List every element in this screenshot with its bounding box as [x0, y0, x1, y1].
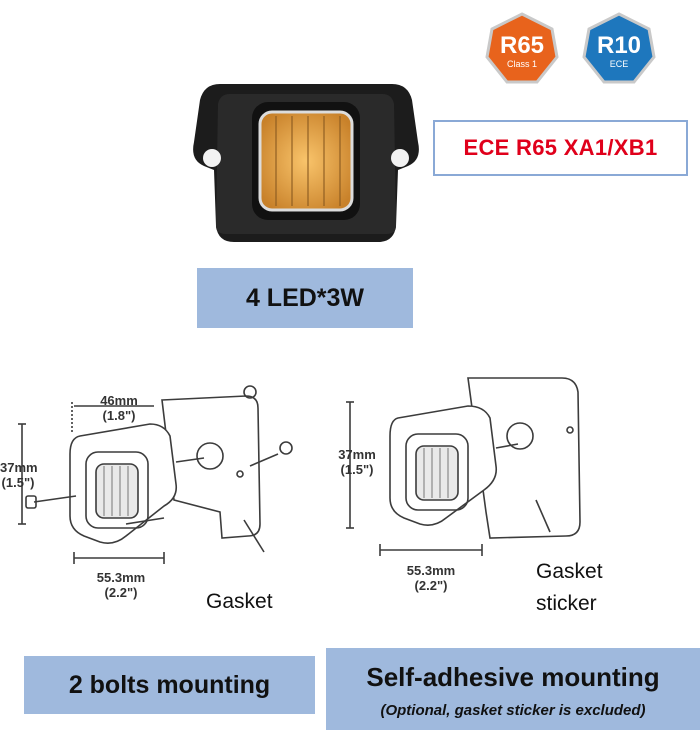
right-callout-line1: Gasket: [536, 560, 603, 583]
r10-badge-main: R10: [596, 32, 642, 59]
led-spec-box: 4 LED*3W: [197, 268, 413, 328]
left-height-dimension: 37mm (1.5"): [0, 460, 38, 490]
right-height-in: (1.5"): [340, 462, 374, 477]
left-depth-in: (1.8"): [102, 408, 136, 423]
left-width-in: (2.2"): [104, 585, 138, 600]
right-height-mm: 37mm: [338, 447, 376, 462]
right-callout-line2: sticker: [536, 592, 597, 615]
left-depth-dimension: 46mm (1.8"): [94, 393, 144, 423]
r10-badge: R10 ECE: [582, 12, 656, 86]
left-height-mm: 37mm: [0, 460, 38, 475]
r10-badge-icon: [582, 12, 656, 84]
right-width-dimension: 55.3mm (2.2"): [396, 563, 466, 593]
certification-text: ECE R65 XA1/XB1: [463, 135, 658, 160]
left-depth-mm: 46mm: [100, 393, 138, 408]
led-light-product-image: [193, 84, 419, 242]
adhesive-mounting-title: Self-adhesive mounting: [366, 662, 660, 692]
r65-badge-sub: Class 1: [506, 59, 537, 69]
adhesive-mounting-note: (Optional, gasket sticker is excluded): [380, 702, 646, 719]
right-height-dimension: 37mm (1.5"): [332, 447, 382, 477]
left-width-mm: 55.3mm: [96, 570, 146, 585]
led-spec-text: 4 LED*3W: [245, 283, 365, 312]
right-gasket-sticker-callout: Gasket sticker: [536, 556, 603, 620]
left-gasket-callout: Gasket: [206, 590, 273, 613]
bolts-mounting-box: 2 bolts mounting: [24, 656, 315, 714]
certification-box: ECE R65 XA1/XB1: [433, 120, 688, 176]
adhesive-mount-diagram: [346, 377, 581, 556]
bolts-mounting-label: 2 bolts mounting: [68, 670, 271, 699]
bolt-mount-diagram: [18, 385, 293, 564]
r65-badge-main: R65: [499, 32, 545, 59]
r65-badge: R65 Class 1: [485, 12, 559, 86]
adhesive-mounting-box: Self-adhesive mounting (Optional, gasket…: [326, 648, 700, 730]
left-height-in: (1.5"): [1, 475, 35, 490]
r10-badge-sub: ECE: [609, 59, 629, 69]
r65-badge-icon: [485, 12, 559, 84]
right-width-in: (2.2"): [414, 578, 448, 593]
right-width-mm: 55.3mm: [406, 563, 456, 578]
left-width-dimension: 55.3mm (2.2"): [86, 570, 156, 600]
